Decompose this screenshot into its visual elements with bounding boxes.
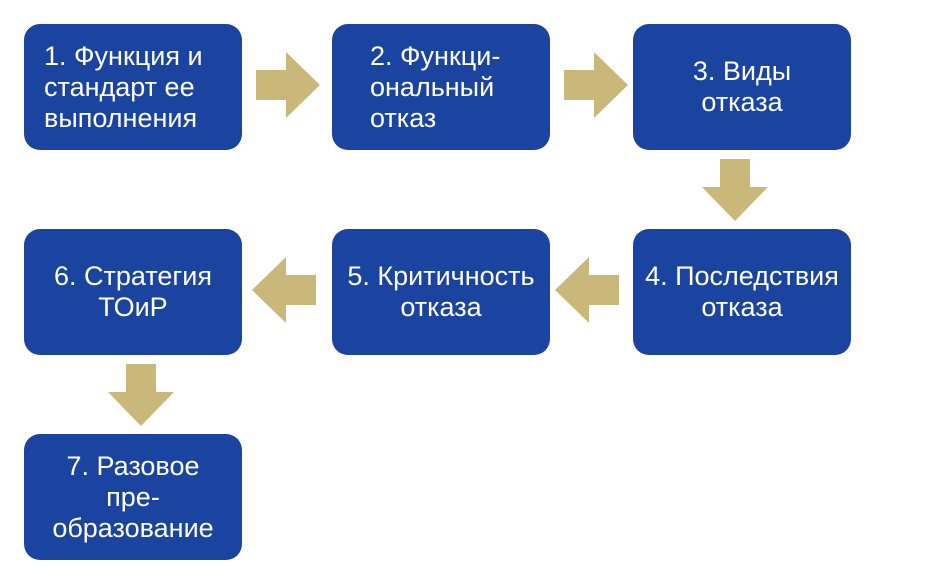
arrow-down-icon [108, 364, 174, 426]
arrow-left-icon [555, 257, 619, 323]
arrow-right-icon [564, 52, 628, 118]
step-3-box: 3. Виды отказа [633, 24, 851, 150]
step-2-label: 2. Функци- ональный отказ [370, 40, 501, 133]
arrow-down-icon [702, 159, 768, 221]
step-1-box: 1. Функция и стандарт ее выполнения [24, 24, 242, 150]
step-4-label: 4. Последствия отказа [645, 261, 839, 322]
arrow-left-icon [252, 257, 316, 323]
step-3-label: 3. Виды отказа [692, 56, 792, 117]
step-2-box: 2. Функци- ональный отказ [332, 24, 550, 150]
step-4-box: 4. Последствия отказа [633, 229, 851, 355]
step-1-label: 1. Функция и стандарт ее выполнения [44, 40, 203, 133]
step-6-box: 6. Стратегия ТОиР [24, 229, 242, 355]
arrow-right-icon [256, 52, 320, 118]
step-5-box: 5. Критичность отказа [332, 229, 550, 355]
step-6-label: 6. Стратегия ТОиР [54, 261, 212, 322]
step-5-label: 5. Критичность отказа [347, 261, 535, 322]
step-7-label: 7. Разовое пре- образование [52, 450, 214, 543]
step-7-box: 7. Разовое пре- образование [24, 434, 242, 560]
